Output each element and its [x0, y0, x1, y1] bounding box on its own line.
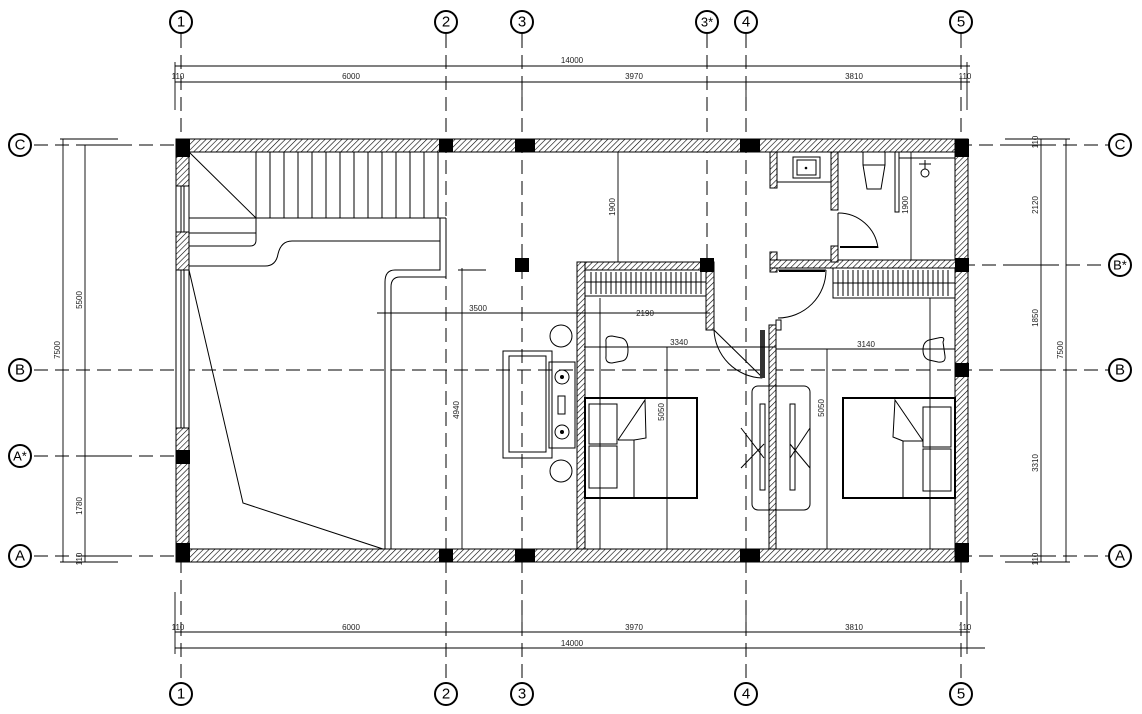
svg-text:2120: 2120 — [1031, 196, 1040, 214]
svg-text:6000: 6000 — [342, 72, 360, 81]
svg-text:3310: 3310 — [1031, 454, 1040, 472]
axis-bubble-3-star: 3* — [695, 10, 719, 34]
void-outline — [188, 269, 384, 550]
svg-text:3140: 3140 — [857, 340, 875, 349]
svg-text:110: 110 — [959, 72, 972, 81]
bedroom-2-wardrobe — [832, 267, 956, 299]
svg-text:A: A — [1115, 548, 1125, 565]
axis-bubble-1-bottom: 1 — [169, 682, 193, 706]
axis-bubble-3: 3 — [510, 10, 534, 34]
axis-bubble-4: 4 — [734, 10, 758, 34]
svg-text:A: A — [15, 548, 25, 565]
columns — [176, 139, 969, 562]
axis-bubble-a-left: A — [8, 544, 32, 568]
svg-text:5050: 5050 — [657, 403, 666, 421]
svg-text:1780: 1780 — [75, 497, 84, 515]
svg-text:2190: 2190 — [636, 309, 654, 318]
axis-bubble-c-left: C — [8, 133, 32, 157]
svg-text:7500: 7500 — [1056, 341, 1065, 359]
svg-text:B: B — [1115, 362, 1125, 379]
svg-text:110: 110 — [1031, 135, 1040, 148]
svg-text:2: 2 — [442, 686, 450, 703]
svg-text:7500: 7500 — [53, 341, 62, 359]
axis-bubble-2-bottom: 2 — [434, 682, 458, 706]
axis-bubble-a-star-left: A* — [8, 444, 32, 468]
svg-text:4940: 4940 — [452, 401, 461, 419]
svg-text:B*: B* — [1113, 258, 1127, 273]
svg-text:1900: 1900 — [901, 196, 910, 214]
axis-bubbles-left: C B A* A — [8, 133, 32, 568]
svg-text:5050: 5050 — [817, 399, 826, 417]
svg-text:1900: 1900 — [608, 198, 617, 216]
svg-text:14000: 14000 — [561, 639, 584, 648]
bathroom-fixtures — [777, 151, 955, 213]
bath-door — [779, 270, 825, 272]
dimensions-top: 14000 110 6000 3970 3810 110 — [172, 56, 972, 110]
axis-bubble-5-bottom: 5 — [949, 682, 973, 706]
axis-bubble-c-right: C — [1108, 133, 1132, 157]
svg-text:14000: 14000 — [561, 56, 584, 65]
svg-text:3: 3 — [518, 686, 526, 703]
dressing-table — [502, 324, 576, 483]
dimensions-right: 110 2120 1850 3310 110 7500 — [1005, 135, 1070, 565]
svg-text:3810: 3810 — [845, 623, 863, 632]
window-left — [175, 185, 190, 429]
bedroom-2-chair — [922, 337, 946, 363]
corridor-cabinet — [740, 385, 811, 511]
svg-text:3970: 3970 — [625, 72, 643, 81]
svg-text:110: 110 — [172, 623, 185, 632]
axis-bubble-4-bottom: 4 — [734, 682, 758, 706]
dimensions-bottom: 110 6000 3970 3810 110 14000 — [172, 592, 985, 654]
axis-bubble-b-star-right: B* — [1108, 253, 1132, 277]
svg-text:4: 4 — [742, 14, 750, 31]
svg-text:6000: 6000 — [342, 623, 360, 632]
axis-bubble-2: 2 — [434, 10, 458, 34]
axis-bubble-1: 1 — [169, 10, 193, 34]
svg-text:3*: 3* — [701, 15, 713, 30]
svg-text:110: 110 — [959, 623, 972, 632]
svg-text:5: 5 — [957, 14, 965, 31]
svg-text:C: C — [1115, 137, 1126, 154]
grid-lines — [34, 34, 1108, 680]
svg-text:110: 110 — [172, 72, 185, 81]
svg-text:110: 110 — [1031, 552, 1040, 565]
axis-bubbles-right: C B* B A — [1108, 133, 1132, 568]
svg-text:5500: 5500 — [75, 291, 84, 309]
interior-walls — [576, 151, 957, 550]
svg-text:1850: 1850 — [1031, 309, 1040, 327]
axis-bubble-a-right: A — [1108, 544, 1132, 568]
svg-text:1: 1 — [177, 686, 185, 703]
svg-text:4: 4 — [742, 686, 750, 703]
svg-text:3500: 3500 — [469, 304, 487, 313]
bedroom-2-door — [775, 269, 827, 331]
svg-text:110: 110 — [75, 552, 84, 565]
bedroom-1-chair — [605, 335, 629, 364]
axis-bubble-3-bottom: 3 — [510, 682, 534, 706]
dimensions-left: 7500 5500 1780 110 — [53, 138, 118, 565]
svg-text:3970: 3970 — [625, 623, 643, 632]
svg-text:3810: 3810 — [845, 72, 863, 81]
bedroom-1-bed — [584, 397, 698, 499]
axis-bubble-b-right: B — [1108, 358, 1132, 382]
axis-bubble-b-left: B — [8, 358, 32, 382]
axis-bubbles-bottom: 1 2 3 4 5 — [169, 682, 973, 706]
axis-bubble-5: 5 — [949, 10, 973, 34]
axis-bubbles-top: 1 2 3 3* 4 5 — [169, 10, 973, 34]
interior-dimensions: 1900 1900 3500 2190 4940 3340 3140 5050 … — [377, 152, 955, 549]
staircase — [188, 151, 447, 549]
bedroom-1-door — [713, 329, 765, 379]
svg-text:3: 3 — [518, 14, 526, 31]
svg-text:C: C — [15, 137, 26, 154]
wc-door — [837, 212, 879, 249]
svg-text:B: B — [15, 362, 25, 379]
svg-text:A*: A* — [13, 449, 27, 464]
bedroom-2-bed — [842, 397, 956, 499]
svg-text:5: 5 — [957, 686, 965, 703]
svg-text:1: 1 — [177, 14, 185, 31]
svg-text:2: 2 — [442, 14, 450, 31]
bedroom-1-wardrobe — [584, 269, 707, 297]
svg-text:3340: 3340 — [670, 338, 688, 347]
